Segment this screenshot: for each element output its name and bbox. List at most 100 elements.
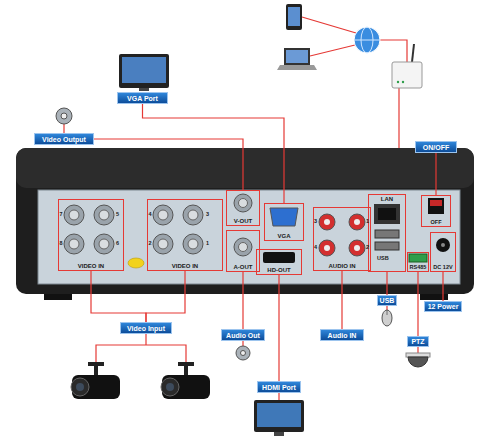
usb-port bbox=[375, 242, 399, 250]
globe-equator bbox=[354, 40, 380, 41]
router-light bbox=[397, 81, 399, 83]
leader-line bbox=[417, 272, 418, 336]
leader-line bbox=[278, 393, 279, 400]
callout-text: ON/OFF bbox=[423, 144, 449, 151]
callout-box: HDMI Port bbox=[257, 381, 301, 393]
rj45-port bbox=[374, 204, 400, 224]
port-label: LAN bbox=[381, 196, 393, 202]
port-label: OFF bbox=[431, 220, 442, 226]
callout-text: Audio IN bbox=[328, 332, 357, 339]
port-group: A-OUT bbox=[226, 230, 260, 272]
ptz-dome-base bbox=[406, 353, 430, 357]
callout-box: USB bbox=[377, 295, 397, 306]
leader-line bbox=[442, 272, 443, 301]
leader-line bbox=[341, 271, 342, 329]
vga-connector bbox=[270, 208, 298, 226]
rca-connector bbox=[319, 240, 335, 256]
port-number: 1 bbox=[206, 241, 209, 247]
leader-line bbox=[63, 124, 64, 133]
leader-line bbox=[242, 341, 243, 346]
callout-text: PTZ bbox=[411, 338, 424, 345]
port-group: OFF bbox=[421, 195, 451, 227]
monitor-screen bbox=[257, 403, 301, 427]
camera-lens bbox=[71, 378, 89, 396]
bnc-connector bbox=[94, 234, 114, 254]
rca-inner bbox=[354, 245, 360, 251]
port-group: AUDIO IN bbox=[313, 207, 371, 271]
hdmi-monitor bbox=[254, 400, 304, 432]
camera-glass bbox=[76, 383, 84, 391]
bnc-inner bbox=[239, 243, 248, 252]
leader-line bbox=[94, 139, 243, 190]
bnc-connector bbox=[234, 194, 252, 212]
camera-mount bbox=[184, 366, 188, 375]
leader-line bbox=[143, 104, 285, 203]
power-switch bbox=[428, 198, 444, 214]
leader-line bbox=[91, 271, 146, 322]
bullet-camera bbox=[162, 375, 210, 399]
network-wire bbox=[302, 17, 356, 33]
port-group: VIDEO IN bbox=[147, 199, 223, 271]
callout-box: Video Output bbox=[34, 133, 94, 145]
bnc-connector bbox=[64, 205, 84, 225]
port-label: V-OUT bbox=[234, 218, 252, 224]
callout-box: Audio Out bbox=[221, 329, 265, 341]
callout-text: 12 Power bbox=[428, 303, 459, 310]
usb-mouse bbox=[382, 310, 392, 326]
leader-line bbox=[242, 272, 243, 329]
leader-line bbox=[435, 153, 436, 195]
port-number: 1 bbox=[366, 219, 369, 225]
bullet-camera bbox=[72, 375, 120, 399]
router-antenna bbox=[412, 44, 414, 62]
dvr-top bbox=[16, 148, 474, 188]
bnc-connector bbox=[183, 205, 203, 225]
bnc-plug-core bbox=[61, 113, 67, 119]
port-number: 7 bbox=[60, 212, 63, 218]
callout-box: 12 Power bbox=[424, 301, 462, 312]
callout-box: VGA Port bbox=[117, 92, 168, 104]
port-label: A-OUT bbox=[234, 264, 253, 270]
laptop-base bbox=[277, 65, 317, 70]
ptz-dome bbox=[408, 357, 428, 367]
internet-globe bbox=[354, 27, 380, 53]
port-number: 6 bbox=[116, 241, 119, 247]
port-label: AUDIO IN bbox=[329, 263, 356, 269]
bnc-inner bbox=[99, 210, 109, 220]
bnc-inner bbox=[99, 239, 109, 249]
camera-glass bbox=[166, 383, 174, 391]
mouse-button-split bbox=[387, 310, 388, 315]
port-number: 2 bbox=[366, 245, 369, 251]
port-number: 8 bbox=[60, 241, 63, 247]
qc-sticker bbox=[128, 258, 144, 268]
port-number: 4 bbox=[314, 245, 317, 251]
port-label: USB bbox=[377, 256, 389, 262]
bnc-connector bbox=[64, 234, 84, 254]
port-group: DC 12V bbox=[430, 232, 456, 272]
port-group: V-OUT bbox=[226, 190, 260, 226]
dc-pin bbox=[441, 243, 445, 247]
leader-line bbox=[386, 306, 387, 310]
usb-port bbox=[375, 230, 399, 238]
port-number: 3 bbox=[206, 212, 209, 218]
bnc-connector bbox=[153, 205, 173, 225]
camera-wire bbox=[96, 345, 186, 364]
callout-text: Video Input bbox=[127, 325, 165, 332]
rca-inner bbox=[324, 245, 330, 251]
port-label: VGA bbox=[277, 233, 290, 239]
bnc-plug-icon bbox=[56, 108, 72, 124]
monitor-screen bbox=[122, 57, 166, 83]
audio-plug-core bbox=[241, 351, 246, 356]
callout-text: Audio Out bbox=[226, 332, 260, 339]
port-label: VIDEO IN bbox=[78, 263, 104, 269]
camera-lens bbox=[161, 378, 179, 396]
bnc-inner bbox=[158, 210, 168, 220]
callout-text: VGA Port bbox=[127, 95, 158, 102]
camera-mount bbox=[178, 362, 194, 366]
leader-line bbox=[146, 271, 185, 322]
dvr-back-panel bbox=[38, 190, 460, 284]
dc-jack bbox=[436, 238, 450, 252]
hdmi-connector bbox=[263, 252, 295, 263]
monitor-stand bbox=[274, 432, 284, 436]
